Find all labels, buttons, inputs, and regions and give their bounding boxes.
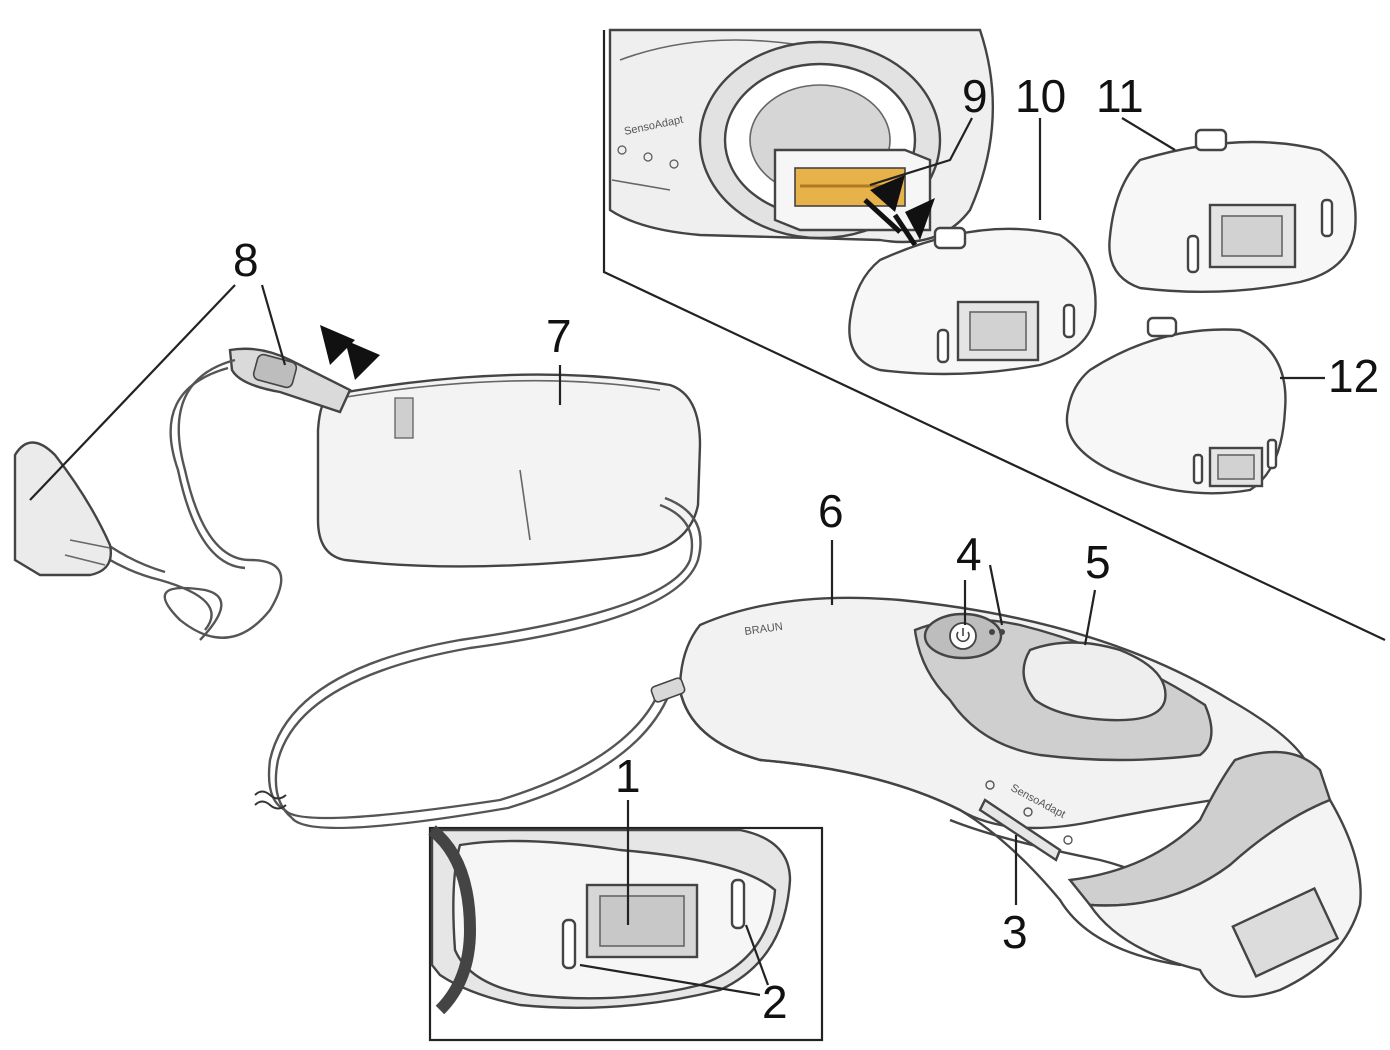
callout-5: 5 [1085, 536, 1111, 588]
callout-8: 8 [233, 234, 259, 286]
device-head-closeup: SensoAdapt [608, 28, 995, 247]
flash-button [1022, 641, 1167, 722]
attachment-detail-panel: SensoAdapt [602, 28, 1386, 641]
callout-2: 2 [762, 976, 788, 1028]
head-detail-inset [428, 825, 824, 1042]
callout-6: 6 [818, 485, 844, 537]
callout-9: 9 [962, 70, 988, 122]
leader-2b [744, 924, 770, 986]
adapter-brand-mark [394, 397, 414, 439]
leader-4b [988, 564, 1004, 626]
leader-11 [1121, 117, 1176, 151]
callout-3: 3 [1002, 906, 1028, 958]
main-device: BRAUN SensoAdapt [650, 596, 1362, 998]
plug-icon [228, 347, 352, 414]
leader-5 [1083, 589, 1097, 646]
leader-2a [579, 963, 761, 997]
device-head-window [1231, 886, 1340, 978]
attachment-11 [1108, 128, 1357, 294]
leader-lines [29, 117, 1325, 997]
callout-10: 10 [1015, 70, 1066, 122]
panel-border [602, 30, 1386, 641]
leader-8a [29, 284, 236, 501]
skin-tone-indicator [978, 798, 1062, 862]
leader-8b [260, 284, 287, 366]
attachment-10 [848, 226, 1097, 376]
leader-9 [869, 117, 973, 187]
callout-12: 12 [1328, 350, 1379, 402]
callout-numbers: 1 2 3 4 5 6 7 8 9 10 11 12 [233, 70, 1379, 1028]
arrow-double-icon [320, 325, 380, 380]
callout-4: 4 [956, 528, 982, 580]
arrow-double-icon [863, 175, 935, 247]
cable-break-mark [254, 790, 287, 810]
attachment-12 [1065, 316, 1287, 495]
device-brand-label: BRAUN [744, 621, 784, 638]
mains-plug [13, 441, 112, 577]
callout-1: 1 [615, 750, 641, 802]
power-adapter [316, 373, 702, 568]
callout-11: 11 [1096, 70, 1144, 122]
callout-7: 7 [546, 310, 572, 362]
